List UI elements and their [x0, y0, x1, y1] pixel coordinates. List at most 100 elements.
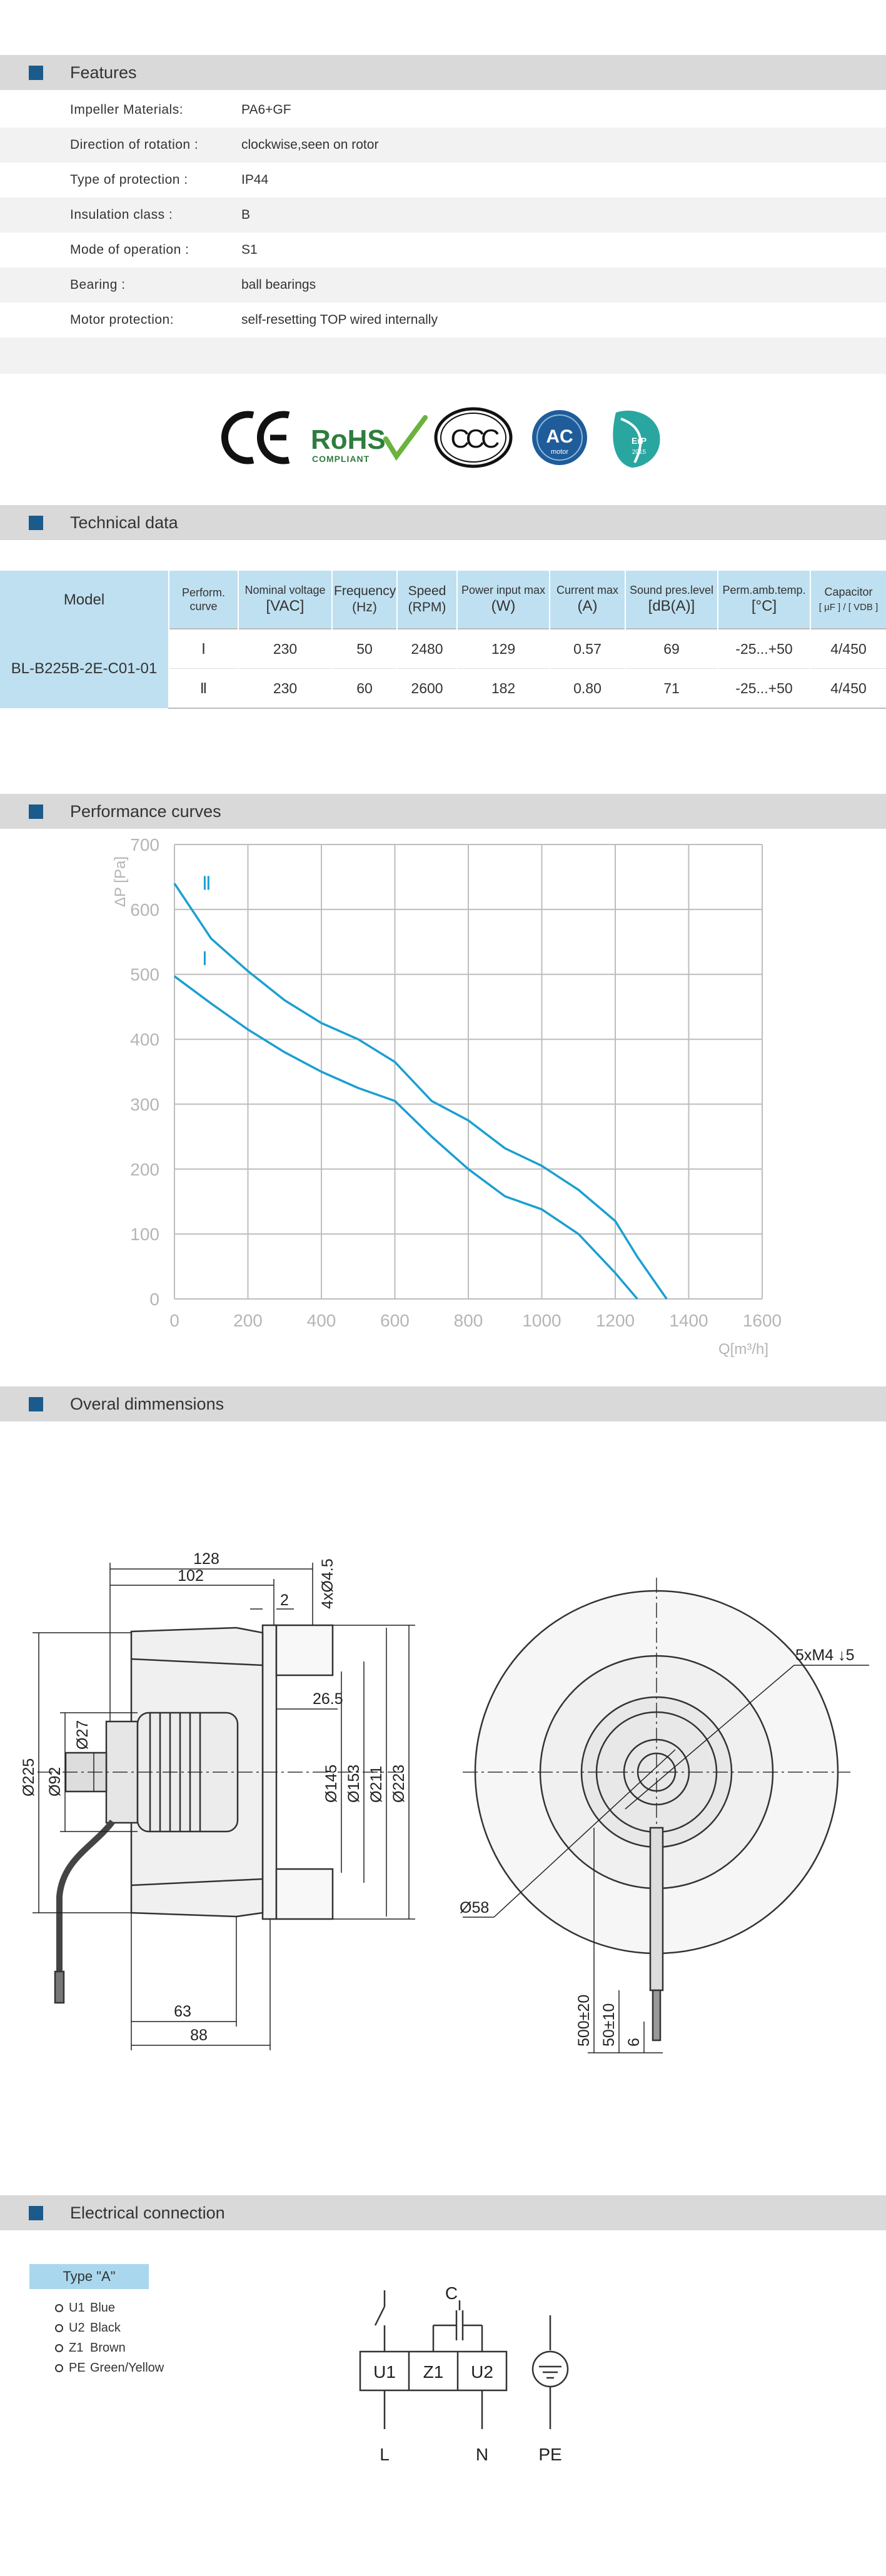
svg-text:5xM4 ↓5: 5xM4 ↓5: [795, 1646, 854, 1664]
section-marker-icon: [29, 2206, 43, 2220]
svg-text:2015: 2015: [632, 449, 647, 456]
x-tick-label: 1600: [743, 1311, 782, 1330]
feature-row: Insulation class : B: [0, 198, 886, 233]
section-marker-icon: [29, 804, 43, 819]
side-view-labels: 128 102 2 4xØ4.5 26.5 Ø225 Ø92 Ø27 Ø145 …: [20, 1550, 408, 2044]
neutral-label: N: [476, 2445, 488, 2464]
capacitor-label: C: [445, 2283, 458, 2303]
bullet-icon: [55, 2304, 63, 2312]
column-header-curve: Perform.curve: [168, 571, 238, 629]
svg-text:Ø27: Ø27: [74, 1720, 91, 1750]
column-header-frequency: Frequency(Hz): [331, 571, 397, 629]
column-header-power: Power input max(W): [456, 571, 550, 629]
ac-motor-logo-icon: AC motor: [532, 410, 587, 465]
feature-value: ball bearings: [241, 278, 316, 292]
feature-label: Type of protection :: [70, 173, 188, 187]
rohs-logo-icon: RoHS COMPLIANT: [311, 415, 428, 464]
series-label-1: Ⅰ: [202, 949, 208, 970]
x-tick-label: 600: [380, 1311, 410, 1330]
feature-row: Direction of rotation : clockwise,seen o…: [0, 128, 886, 163]
x-tick-label: 400: [307, 1311, 336, 1330]
terminal-z1-label: Z1: [423, 2362, 444, 2382]
side-view: [38, 1624, 406, 2004]
svg-text:26.5: 26.5: [313, 1690, 343, 1708]
table-cell: 129: [456, 628, 550, 669]
x-tick-label: 200: [233, 1311, 263, 1330]
y-axis-label: ΔP [Pa]: [112, 856, 129, 907]
series-label-2: Ⅱ: [202, 873, 211, 894]
column-header-sound: Sound pres.level[dB(A)]: [625, 571, 718, 629]
section-title: Performance curves: [70, 802, 221, 821]
table-cell: 0.57: [549, 628, 625, 669]
x-axis-label: Q[m³/h]: [718, 1341, 768, 1358]
feature-label: Motor protection:: [70, 313, 174, 327]
svg-text:Ø223: Ø223: [390, 1765, 408, 1803]
svg-text:motor: motor: [551, 448, 568, 456]
x-tick-label: 1000: [522, 1311, 561, 1330]
table-cell: -25...+50: [717, 628, 810, 669]
feature-row: Bearing : ball bearings: [0, 268, 886, 303]
series-line-2: [173, 883, 668, 1300]
section-title: Electrical connection: [70, 2203, 225, 2222]
x-axis-label-text: Q[m³/h]: [718, 1341, 768, 1358]
table-cell: 4/450: [810, 628, 886, 669]
table-row: BL-B225B-2E-C01-01 Ⅰ 230 50 2480 129 0.5…: [0, 628, 886, 708]
feature-row: Impeller Materials: PA6+GF: [0, 93, 886, 128]
y-tick-label: 300: [130, 1095, 159, 1114]
terminal-u1-label: U1: [373, 2362, 396, 2382]
section-title: Technical data: [70, 513, 178, 532]
section-marker-icon: [29, 1397, 43, 1411]
features-header: Features: [0, 55, 886, 90]
table-cell: -25...+50: [717, 668, 810, 709]
electrical-header: Electrical connection: [0, 2195, 886, 2230]
feature-row: Mode of operation : S1: [0, 233, 886, 268]
table-cell: 182: [456, 668, 550, 709]
bullet-icon: [55, 2364, 63, 2372]
svg-text:50±10: 50±10: [600, 2003, 618, 2047]
svg-text:63: 63: [174, 2003, 191, 2020]
terminal-u2-label: U2: [471, 2362, 493, 2382]
svg-text:RoHS: RoHS: [311, 424, 386, 455]
svg-text:Ø153: Ø153: [345, 1765, 363, 1803]
svg-text:ErP: ErP: [632, 436, 647, 446]
ce-logo-icon: [221, 411, 290, 464]
erp-logo-icon: ErP 2015: [613, 410, 660, 468]
column-header-model: Model: [0, 571, 169, 629]
column-header-speed: Speed(RPM): [396, 571, 457, 629]
svg-text:128: 128: [193, 1550, 219, 1568]
y-tick-label: 500: [130, 965, 159, 985]
feature-label: Bearing :: [70, 278, 126, 292]
dimension-drawing: 128 102 2 4xØ4.5 26.5 Ø225 Ø92 Ø27 Ø145 …: [20, 1550, 869, 2053]
front-view-labels: 5xM4 ↓5 Ø58 500±20 50±10 6: [460, 1646, 854, 2047]
chart-grid: [174, 844, 763, 1300]
table-cell: 2480: [396, 628, 457, 669]
bullet-icon: [55, 2344, 63, 2352]
feature-label: Mode of operation :: [70, 243, 189, 257]
section-title: Features: [70, 63, 137, 82]
dimensions-header: Overal dimmensions: [0, 1386, 886, 1421]
feature-value: IP44: [241, 173, 269, 187]
table-header-row: Model Perform.curve Nominal voltage[VAC]…: [0, 571, 886, 629]
svg-text:CCC: CCC: [451, 424, 500, 453]
column-header-voltage: Nominal voltage[VAC]: [238, 571, 332, 629]
x-tick-label: 800: [454, 1311, 483, 1330]
table-row: Ⅱ 230 60 2600 182 0.80 71 -25...+50 4/45…: [0, 668, 886, 709]
line-label: L: [380, 2445, 390, 2464]
feature-value: clockwise,seen on rotor: [241, 138, 379, 152]
wiring-diagram: C U1 Z1 U2 L N PE: [359, 2283, 569, 2464]
feature-label: Direction of rotation :: [70, 138, 199, 152]
table-cell: 50: [331, 628, 397, 669]
feature-value: PA6+GF: [241, 103, 291, 117]
y-tick-label: 600: [130, 900, 159, 920]
svg-text:4xØ4.5: 4xØ4.5: [319, 1558, 336, 1609]
feature-label: Insulation class :: [70, 208, 173, 222]
feature-row: Type of protection : IP44: [0, 163, 886, 198]
table-cell: 71: [625, 668, 718, 709]
y-tick-label: 200: [130, 1160, 159, 1179]
table-cell: 230: [238, 628, 332, 669]
earth-label: PE: [538, 2445, 561, 2464]
table-cell: 69: [625, 628, 718, 669]
